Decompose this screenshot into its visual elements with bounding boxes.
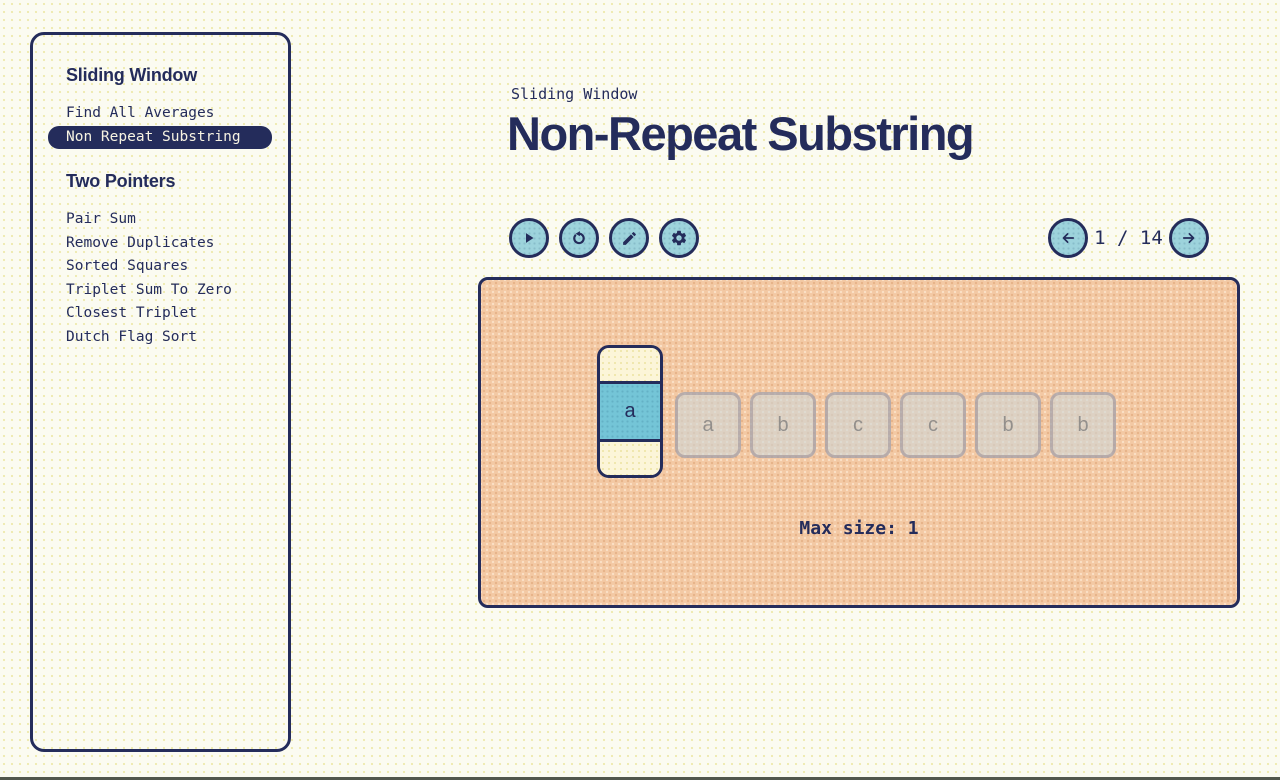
category-label: Sliding Window [511,85,638,103]
next-step-button[interactable] [1169,218,1209,258]
playback-controls [509,218,699,258]
window-bottom-handle [600,442,660,475]
max-size-status: Max size: 1 [799,518,919,539]
sidebar-section-two-pointers: Two Pointers Pair Sum Remove Duplicates … [48,171,272,349]
sidebar-item-triplet-sum-to-zero[interactable]: Triplet Sum To Zero [66,281,232,298]
step-counter: 1 / 14 [1094,227,1163,249]
window-current-cell: a [600,381,660,442]
step-pager: 1 / 14 [1048,218,1209,258]
rotate-ccw-icon [570,229,588,247]
sidebar-item-sorted-squares[interactable]: Sorted Squares [66,258,189,274]
gear-icon [670,229,688,247]
sidebar: Sliding Window Find All Averages Non Rep… [30,32,291,752]
play-icon [520,229,538,247]
play-button[interactable] [509,218,549,258]
reset-button[interactable] [559,218,599,258]
settings-button[interactable] [659,218,699,258]
sidebar-item-remove-duplicates[interactable]: Remove Duplicates [66,234,215,251]
sidebar-section-title: Sliding Window [66,65,198,85]
arrow-left-icon [1059,229,1077,247]
window-top-handle [600,348,660,381]
prev-step-button[interactable] [1048,218,1088,258]
sidebar-item-find-all-averages[interactable]: Find All Averages [66,105,215,121]
letter-cell: b [975,392,1041,458]
letter-cell: b [1050,392,1116,458]
arrow-right-icon [1180,229,1198,247]
sidebar-item-closest-triplet[interactable]: Closest Triplet [66,305,197,321]
page-title: Non-Repeat Substring [507,107,975,160]
letter-cell: a [675,392,741,458]
sidebar-item-dutch-flag-sort[interactable]: Dutch Flag Sort [66,328,197,345]
sidebar-section-sliding-window: Sliding Window Find All Averages Non Rep… [48,65,272,149]
pencil-icon [621,230,638,247]
letter-cell: c [900,392,966,458]
letter-cell: c [825,392,891,458]
edit-button[interactable] [609,218,649,258]
letter-cell: b [750,392,816,458]
sidebar-section-title: Two Pointers [66,171,176,191]
bottom-edge-bar [0,777,1280,780]
sidebar-item-pair-sum[interactable]: Pair Sum [66,211,136,227]
visualization-canvas: a a b c c b b Max size: 1 [478,277,1240,608]
sidebar-item-non-repeat-substring[interactable]: Non Repeat Substring [48,125,272,149]
sliding-window-marker: a [597,345,663,478]
